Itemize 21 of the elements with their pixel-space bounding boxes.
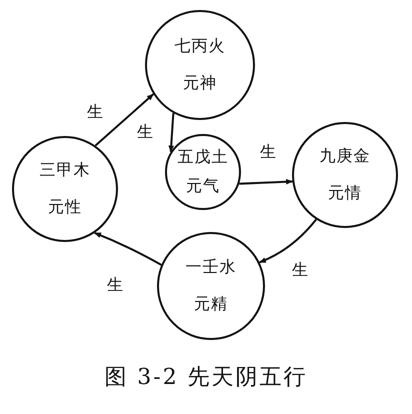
arrow (239, 178, 294, 185)
arrow (94, 232, 162, 266)
caption: 图 3-2 先天阴五行 (103, 364, 309, 392)
edge-label: 生 (291, 261, 309, 279)
node-label: 一壬水 (186, 257, 236, 278)
edge-label: 生 (136, 123, 154, 141)
node-label: 元情 (328, 183, 362, 204)
arrow (168, 113, 174, 153)
edge-label: 生 (106, 276, 124, 294)
node-label: 元气 (186, 176, 220, 197)
node-label: 元精 (194, 294, 228, 315)
node-label: 五戊土 (178, 147, 228, 168)
edge-label: 生 (259, 143, 277, 161)
node-label: 七丙火 (174, 36, 226, 57)
edge-label: 生 (86, 103, 104, 121)
node-label: 元神 (183, 73, 217, 94)
arrow (258, 218, 317, 264)
node-label: 三甲木 (40, 160, 90, 181)
node-label: 元性 (48, 197, 82, 218)
node-label: 九庚金 (320, 146, 370, 167)
arrow (94, 93, 154, 146)
